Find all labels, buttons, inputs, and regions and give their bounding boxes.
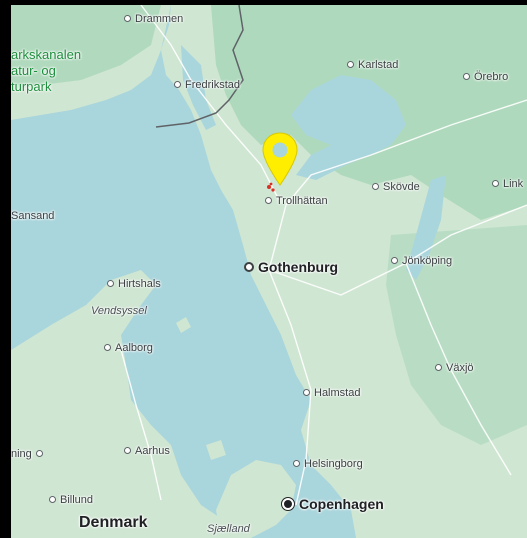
label-sjaelland: Sjælland xyxy=(207,523,250,535)
forest-area-2 xyxy=(386,225,527,445)
label-copenhagen[interactable]: Copenhagen xyxy=(282,497,384,511)
label-aarhus[interactable]: Aarhus xyxy=(124,445,170,458)
city-dot-icon xyxy=(347,60,354,68)
water-oslofjord xyxy=(181,45,216,130)
city-dot-icon xyxy=(49,495,56,503)
city-dot-icon xyxy=(492,179,499,187)
water-lake-vanern xyxy=(291,75,406,180)
city-dot-icon xyxy=(293,459,300,467)
city-dot-icon xyxy=(124,14,131,22)
capital-dot-icon xyxy=(282,498,294,511)
label-skovde[interactable]: Skövde xyxy=(372,181,420,194)
label-drammen[interactable]: Drammen xyxy=(124,13,183,26)
city-dot-icon xyxy=(35,449,43,457)
water-lake-vattern xyxy=(406,175,446,280)
city-dot-icon xyxy=(107,279,114,287)
label-jonkoping[interactable]: Jönköping xyxy=(391,255,452,268)
border-norway-sweden xyxy=(155,5,244,128)
land-island-2 xyxy=(206,440,226,460)
label-helsingborg[interactable]: Helsingborg xyxy=(293,458,363,471)
label-hirtshals[interactable]: Hirtshals xyxy=(107,278,161,291)
city-dot-icon xyxy=(244,262,254,273)
label-link[interactable]: Link xyxy=(492,178,523,191)
map-pin-icon[interactable] xyxy=(261,131,299,187)
city-dot-icon xyxy=(124,446,131,454)
label-vendsyssel: Vendsyssel xyxy=(91,305,147,317)
land-jutland xyxy=(11,270,251,538)
poi-icon xyxy=(267,182,275,192)
city-dot-icon xyxy=(435,363,442,371)
map-canvas[interactable]: Drammen arkskanalen atur- og turpark Fre… xyxy=(11,5,527,538)
label-halmstad[interactable]: Halmstad xyxy=(303,387,360,400)
city-dot-icon xyxy=(391,256,398,264)
forest-norway xyxy=(11,5,161,90)
label-herning[interactable]: ning xyxy=(11,448,43,461)
label-gothenburg[interactable]: Gothenburg xyxy=(244,260,338,274)
label-fredrikstad[interactable]: Fredrikstad xyxy=(174,79,240,92)
label-denmark[interactable]: Denmark xyxy=(79,514,148,531)
label-trollhattan[interactable]: Trollhättan xyxy=(265,195,328,208)
label-park[interactable]: arkskanalen atur- og turpark xyxy=(11,47,82,94)
label-orebro[interactable]: Örebro xyxy=(463,71,508,84)
map-base-layer xyxy=(11,5,527,538)
city-dot-icon xyxy=(372,182,379,190)
label-karlstad[interactable]: Karlstad xyxy=(347,59,398,72)
label-aalborg[interactable]: Aalborg xyxy=(104,342,153,355)
city-dot-icon xyxy=(463,72,470,80)
land-zealand xyxy=(216,460,296,538)
land-island xyxy=(176,317,191,333)
city-dot-icon xyxy=(104,343,111,351)
label-billund[interactable]: Billund xyxy=(49,494,93,507)
city-dot-icon xyxy=(265,196,272,204)
label-gansand[interactable]: Sansand xyxy=(11,210,55,222)
city-dot-icon xyxy=(303,388,310,396)
roads xyxy=(120,5,527,506)
label-vaxjo[interactable]: Växjö xyxy=(435,362,474,375)
city-dot-icon xyxy=(174,80,181,88)
